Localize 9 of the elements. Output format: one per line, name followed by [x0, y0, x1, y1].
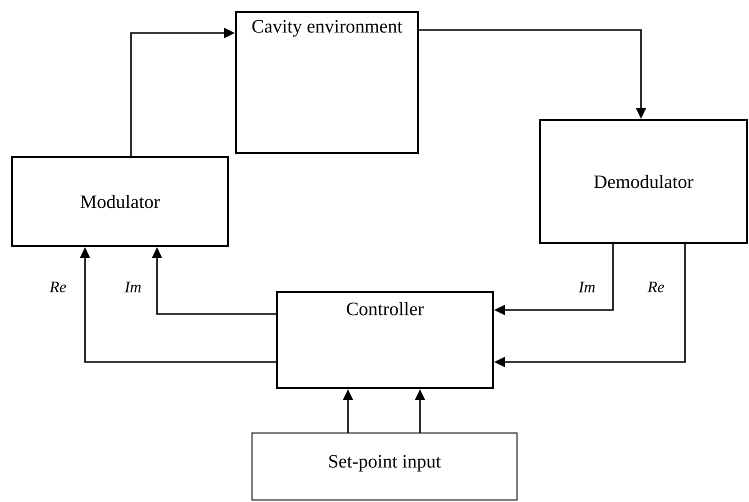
process-box: Demodulator: [539, 119, 748, 244]
input-box: Set-point input: [252, 432, 518, 500]
process-box: Modulator: [11, 156, 229, 247]
process-box: Cavity environment: [235, 11, 419, 154]
process-box: Controller: [276, 291, 494, 389]
edge-label: Im: [124, 280, 142, 294]
edge-label: Re: [646, 280, 666, 294]
edge-label: Im: [578, 280, 596, 294]
edge-label: Re: [48, 280, 68, 294]
